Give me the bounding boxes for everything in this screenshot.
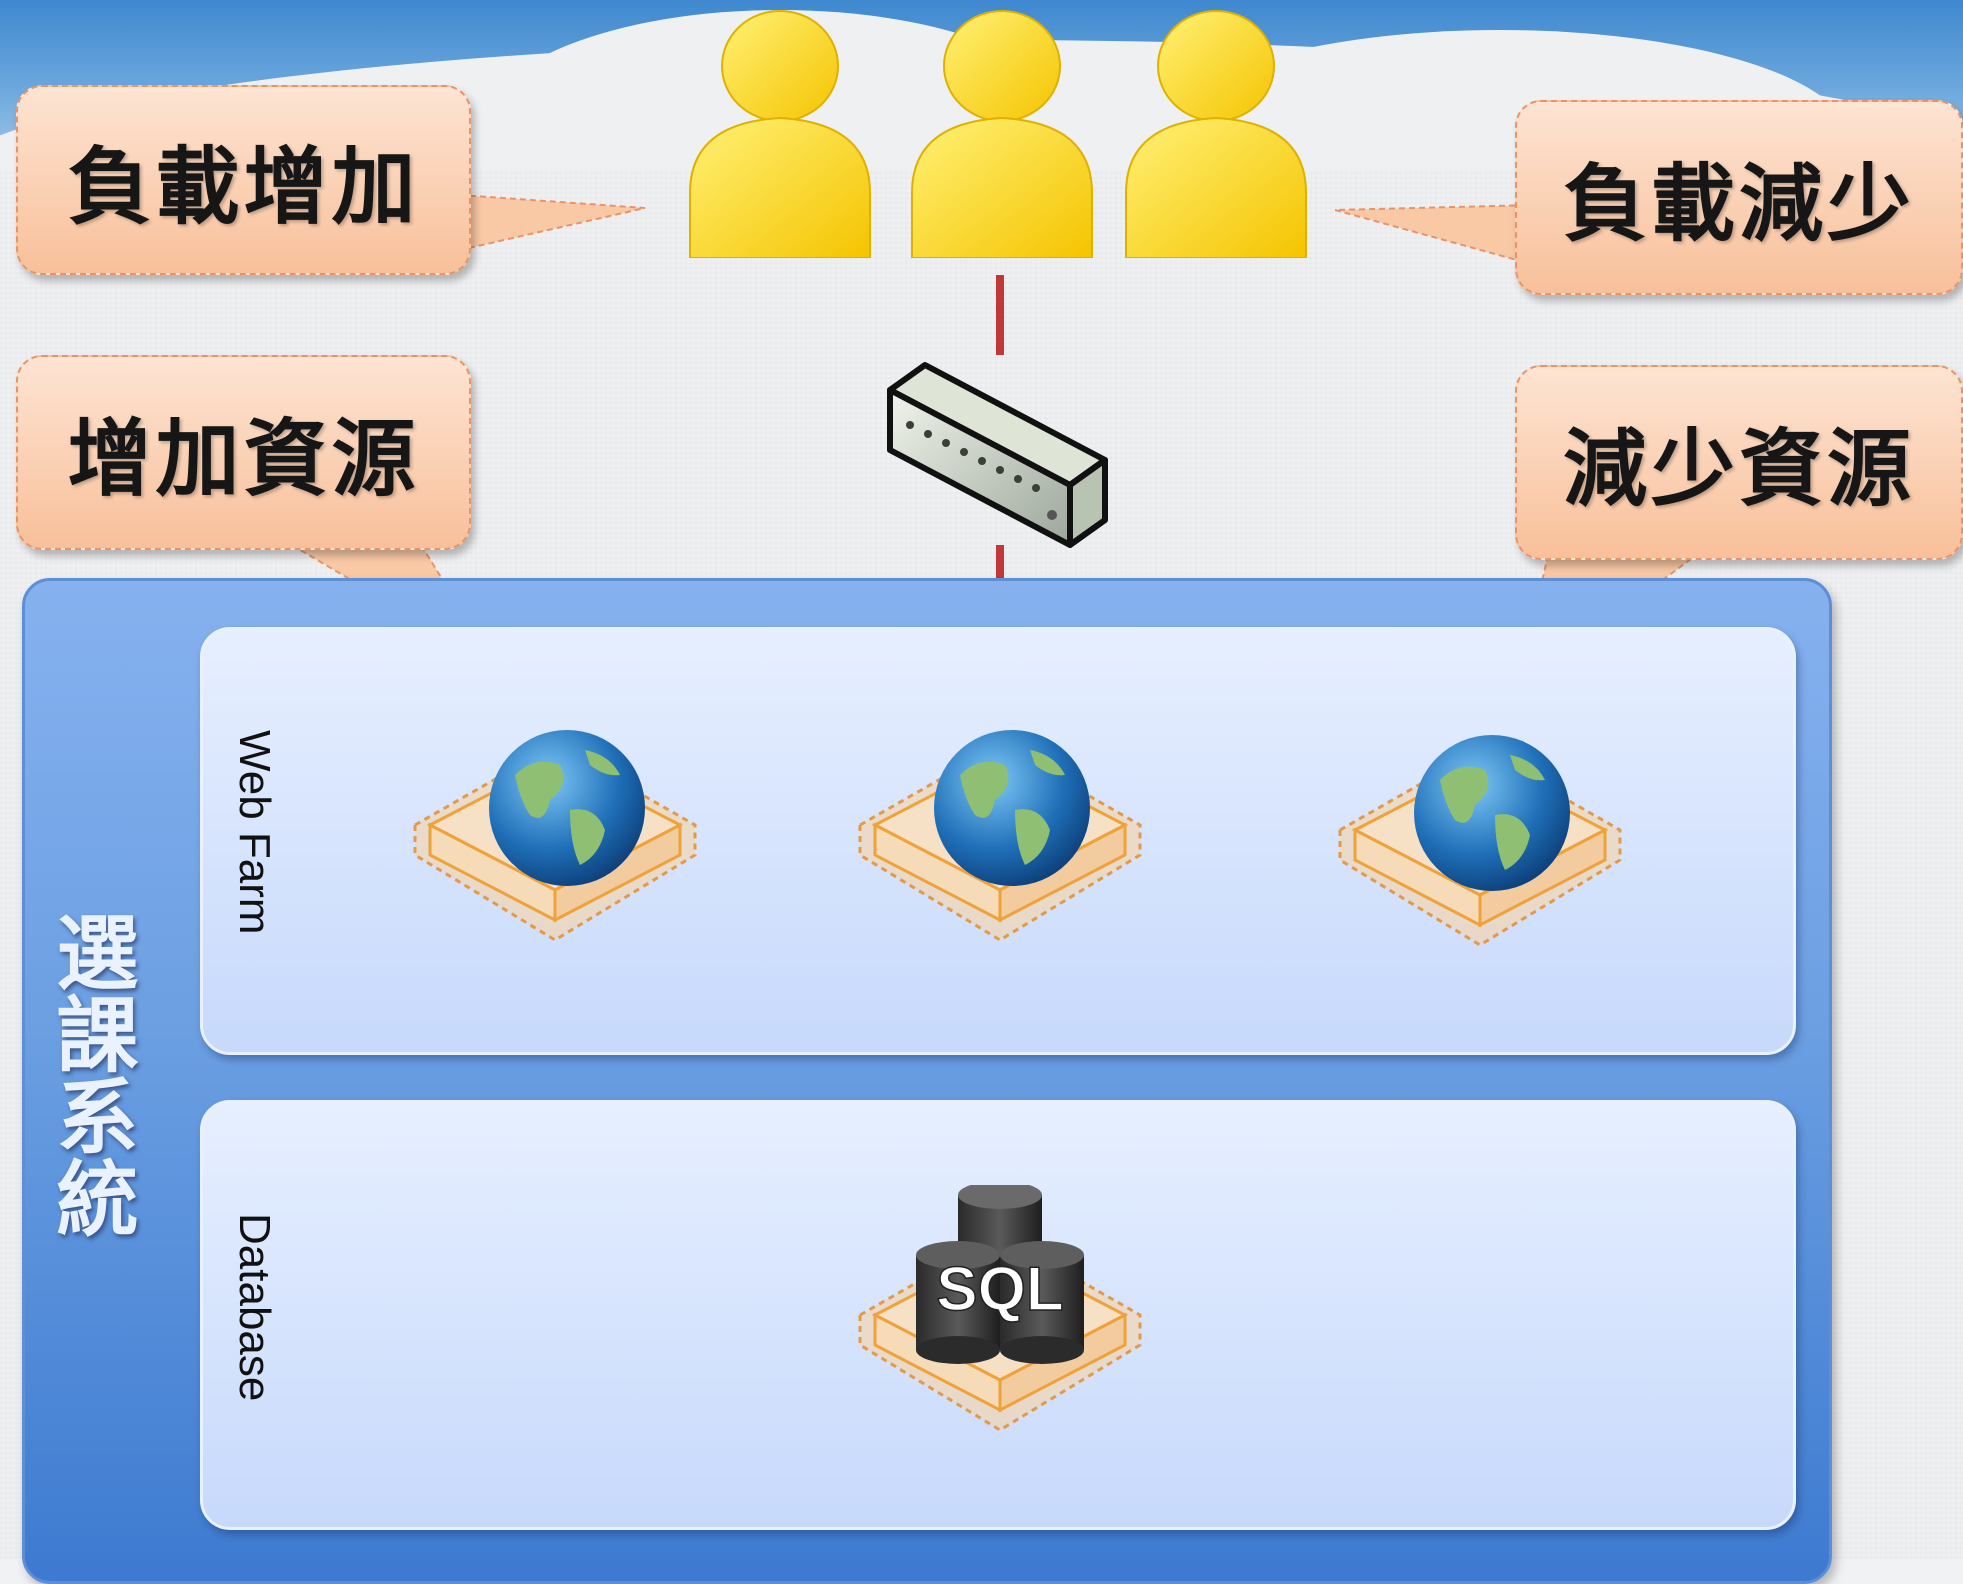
callout-text: 負載減少 <box>1562 155 1915 253</box>
web-server-icon <box>413 730 697 942</box>
network-link <box>996 275 1004 355</box>
user-icon <box>911 10 1093 258</box>
callout-load-decrease: 負載減少 <box>1515 100 1963 295</box>
user-icon <box>1125 10 1307 258</box>
user-icon <box>689 10 871 258</box>
callout-load-increase: 負載增加 <box>16 85 471 275</box>
sql-badge-text: SQL <box>936 1255 1063 1324</box>
callout-remove-resources: 減少資源 <box>1515 365 1963 560</box>
database-tier: Database <box>200 1100 1796 1530</box>
sql-database-icon: SQL <box>858 1185 1142 1432</box>
web-server-icon <box>1338 735 1622 947</box>
callout-text: 增加資源 <box>67 410 420 508</box>
callout-add-resources: 增加資源 <box>16 355 471 550</box>
network-switch-icon <box>887 362 1108 548</box>
tier-label-web-farm: Web Farm <box>230 730 279 935</box>
callout-text: 減少資源 <box>1562 420 1915 518</box>
system-label: 選課系統 <box>42 910 137 1238</box>
web-server-icon <box>858 730 1142 942</box>
callout-tail <box>460 193 646 252</box>
callout-tail <box>1335 203 1535 267</box>
callout-text: 負載增加 <box>67 137 420 236</box>
tier-label-database: Database <box>230 1213 279 1402</box>
